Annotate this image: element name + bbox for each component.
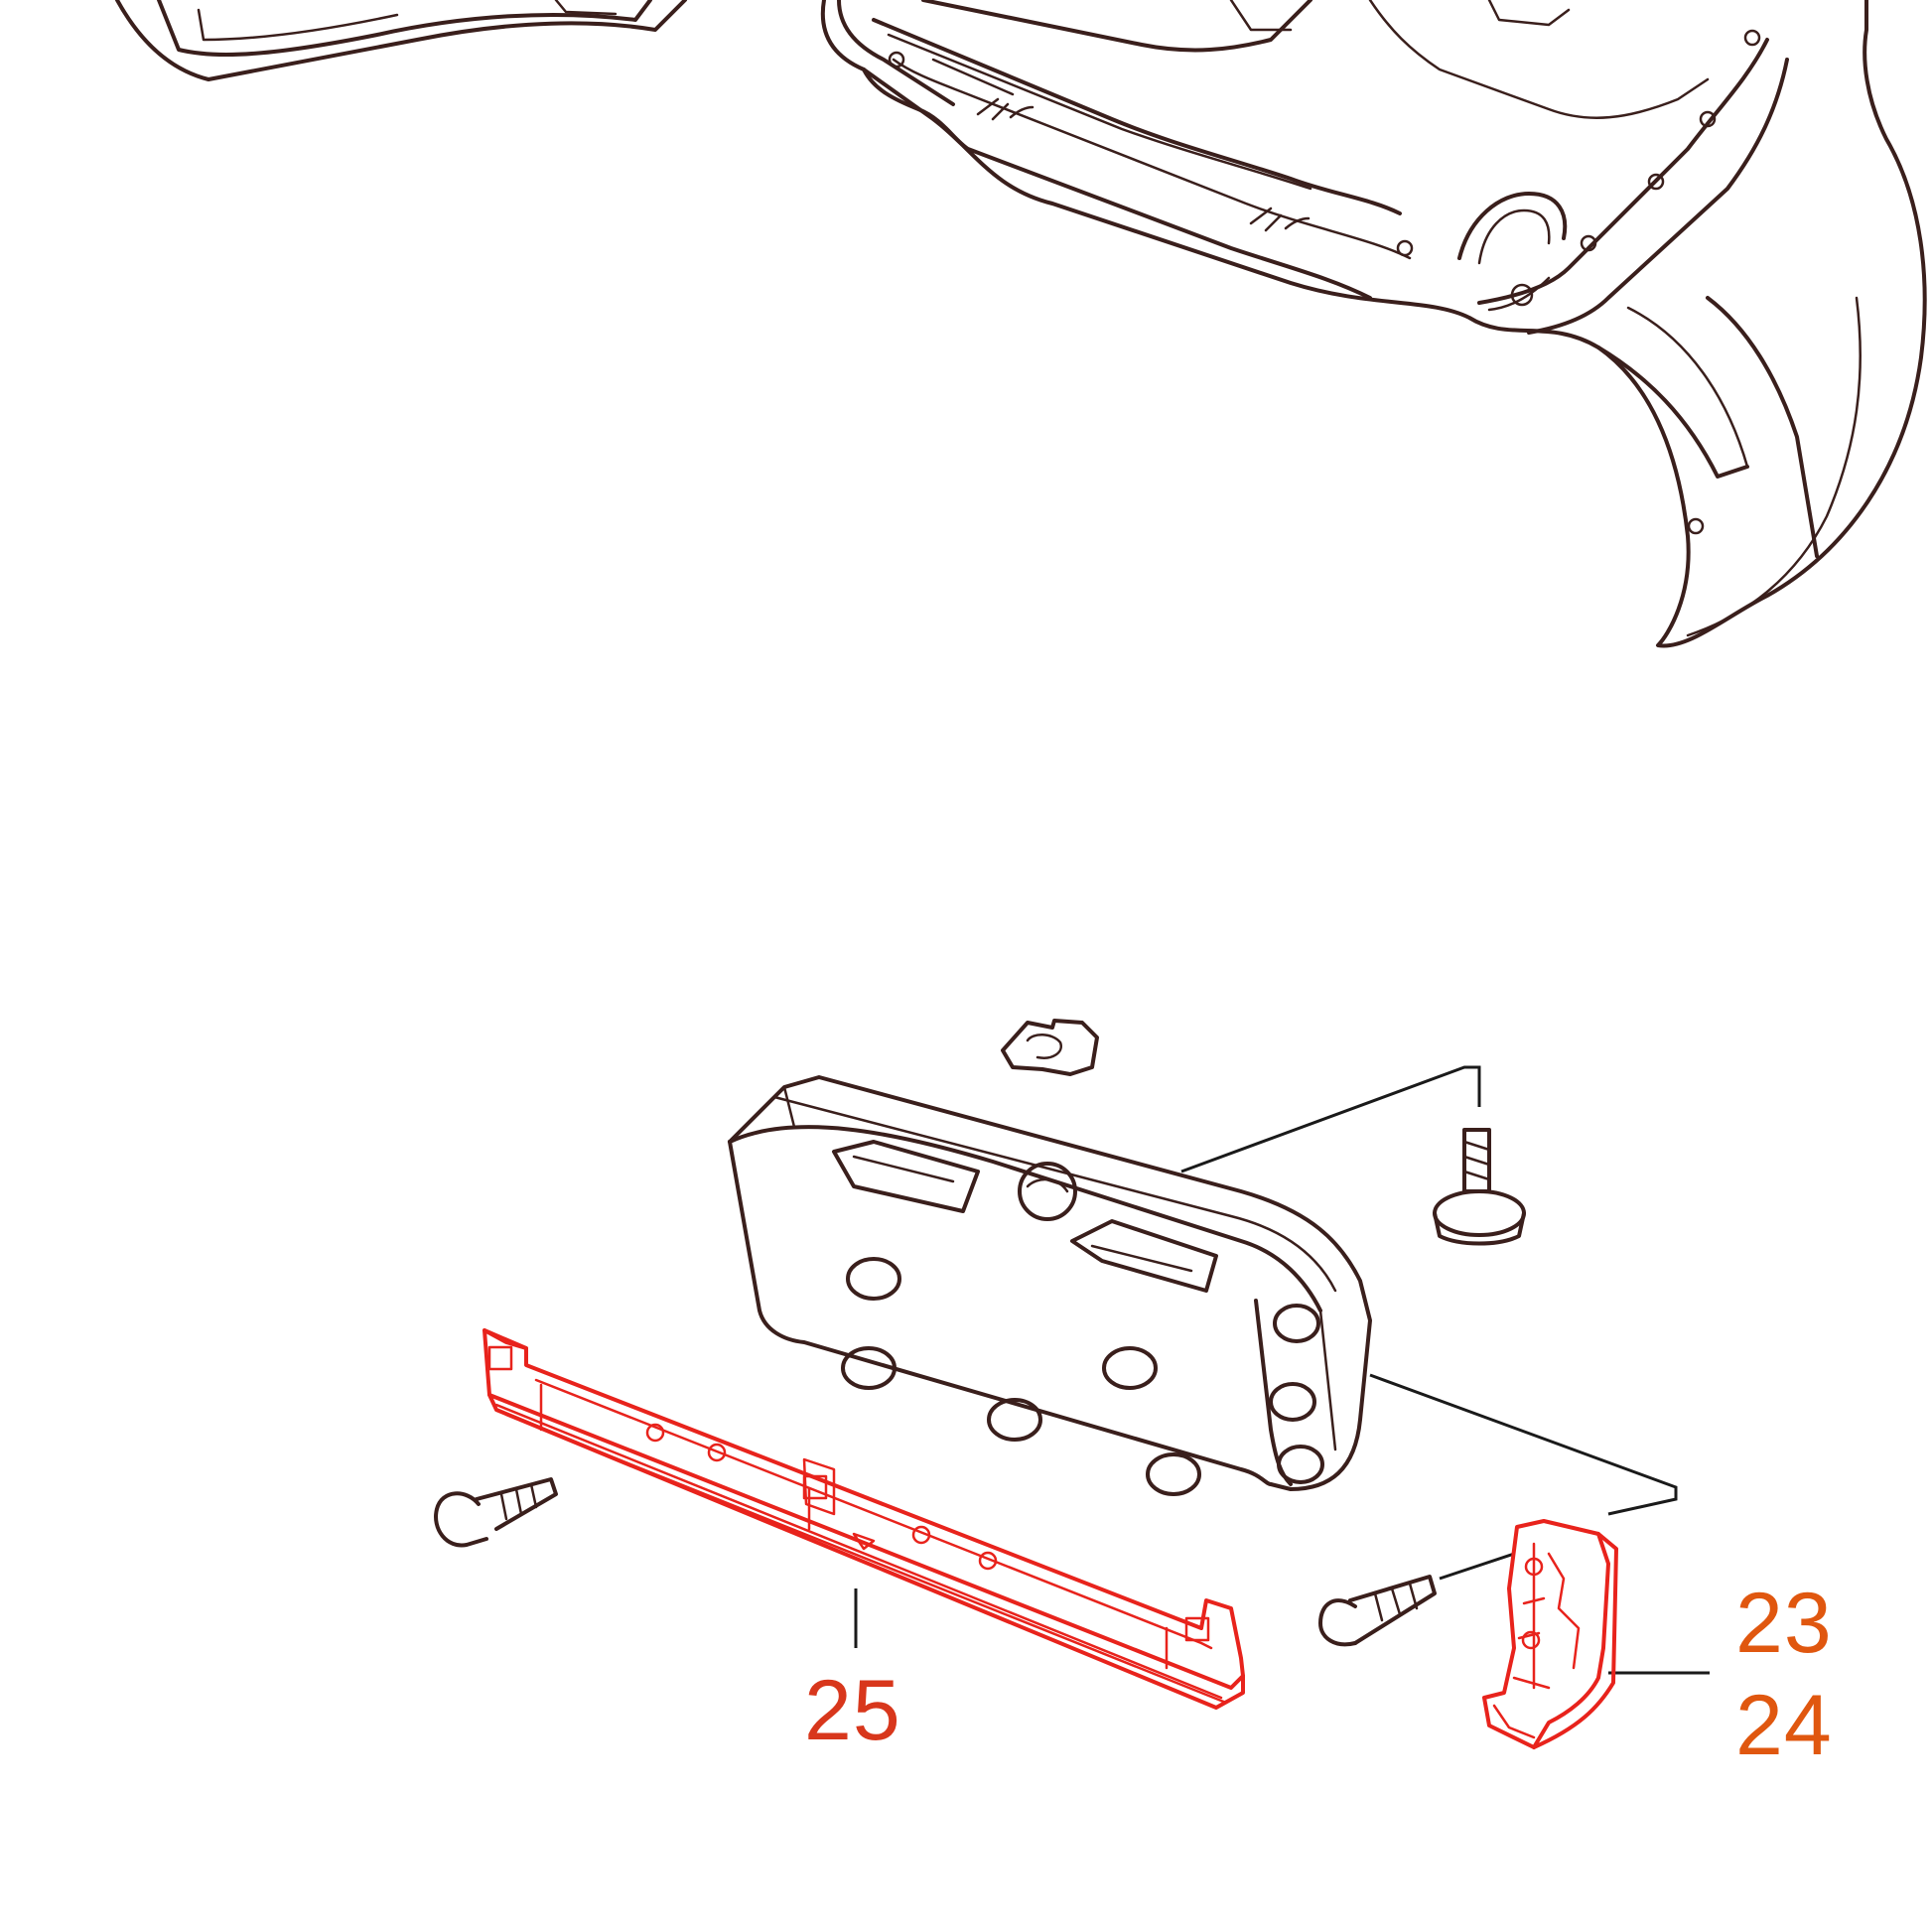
center-bracket bbox=[728, 1075, 1372, 1496]
callout-part-24: 24 bbox=[1735, 1678, 1833, 1773]
callout-part-23: 23 bbox=[1735, 1576, 1833, 1671]
leader-lines bbox=[854, 1065, 1710, 1675]
bolt-upper-right bbox=[1433, 1128, 1526, 1246]
part-23-24-side-bracket[interactable] bbox=[1482, 1519, 1618, 1749]
callout-part-25: 25 bbox=[804, 1663, 901, 1758]
mounting-studs bbox=[841, 1257, 1324, 1496]
screw-right bbox=[1318, 1575, 1437, 1647]
clip bbox=[1001, 1019, 1099, 1076]
part-25-reinforcement[interactable] bbox=[483, 1328, 1245, 1710]
bumper-left-fragment bbox=[115, 0, 687, 81]
screw-left bbox=[434, 1477, 558, 1548]
rear-bumper-cover bbox=[820, 0, 1927, 648]
